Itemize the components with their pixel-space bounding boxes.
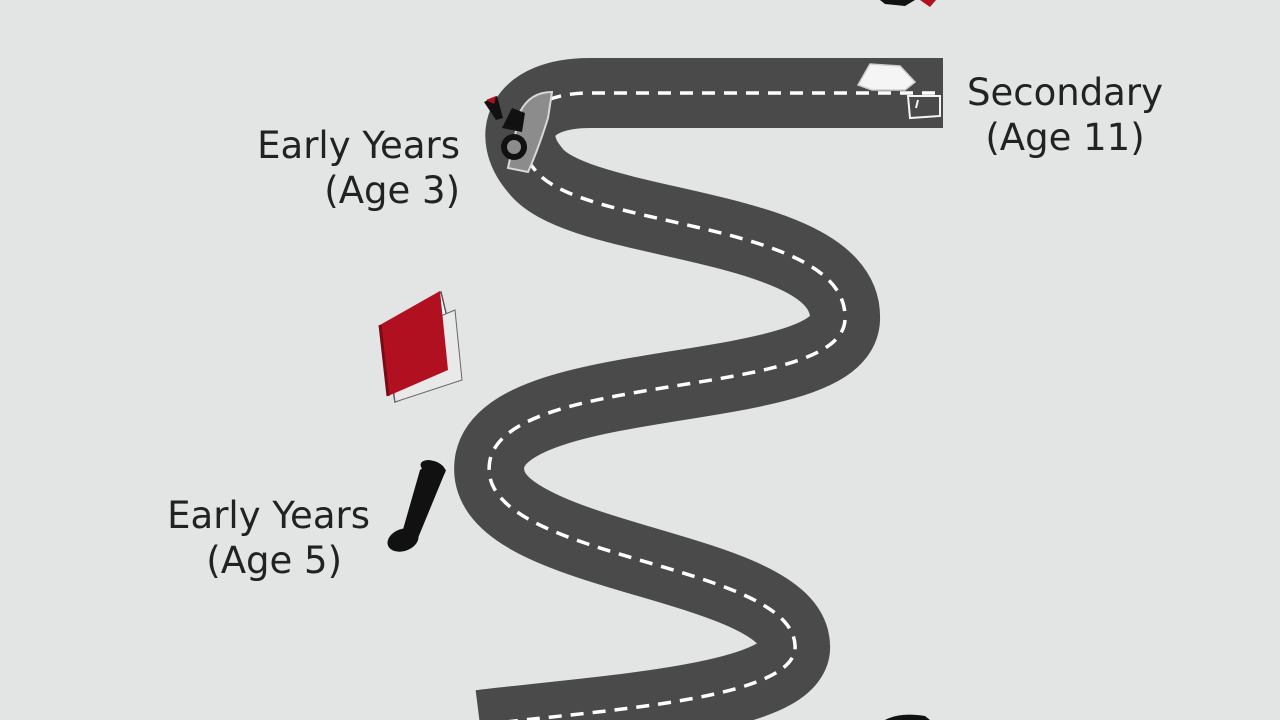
milestone-title: Secondary xyxy=(967,71,1163,114)
milestone-label-early-years-age-5: Early Years (Age 5) xyxy=(120,493,370,583)
car-icon xyxy=(484,90,554,174)
milestone-age: (Age 3) xyxy=(324,169,460,212)
graduation-cap-icon xyxy=(880,0,936,7)
milestone-title: Early Years xyxy=(257,124,460,167)
milestone-label-secondary-age-11: Secondary (Age 11) xyxy=(965,70,1165,160)
hat-icon xyxy=(885,714,930,720)
milestone-title: Early Years xyxy=(167,494,370,537)
milestone-age: (Age 11) xyxy=(985,116,1145,159)
mortarboard-icon xyxy=(856,63,941,120)
road-surface xyxy=(454,58,943,720)
diploma-scroll-icon xyxy=(387,460,446,552)
winding-road xyxy=(454,58,943,720)
milestone-label-early-years-age-3: Early Years (Age 3) xyxy=(200,123,460,213)
book-icon xyxy=(378,290,463,404)
milestone-age: (Age 5) xyxy=(206,539,342,582)
road-lane-marking xyxy=(487,91,935,720)
